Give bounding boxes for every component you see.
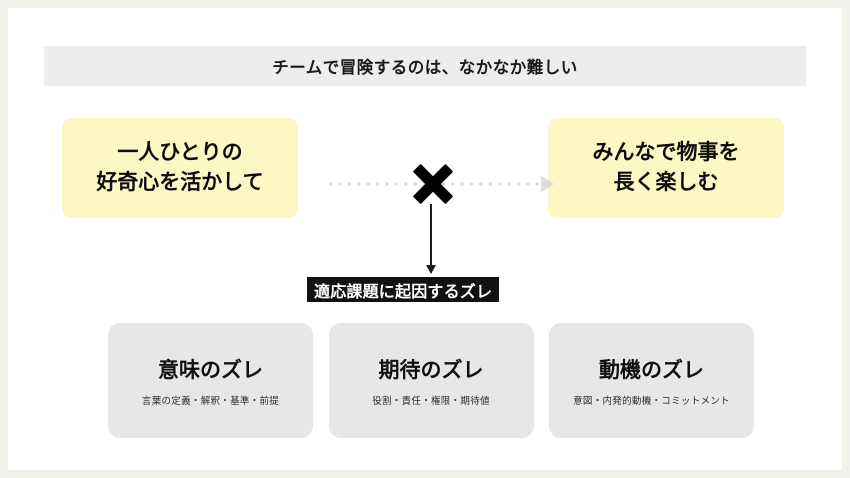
concept-box-collective-enjoyment: みんなで物事を 長く楽しむ	[548, 118, 784, 218]
gap-card-title: 期待のズレ	[378, 359, 484, 382]
slide-canvas: チームで冒険するのは、なかなか難しい 一人ひとりの 好奇心を活かして みんなで物…	[8, 8, 842, 470]
gap-card-subtitle: 言葉の定義・解釈・基準・前提	[141, 396, 280, 407]
gap-card-meaning: 意味のズレ 言葉の定義・解釈・基準・前提	[108, 323, 313, 438]
concept-box-left-line-1: 一人ひとりの	[117, 141, 243, 165]
gap-card-list: 意味のズレ 言葉の定義・解釈・基準・前提 期待のズレ 役割・責任・権限・期待値 …	[108, 323, 754, 438]
gap-cause-label: 適応課題に起因するズレ	[307, 277, 500, 302]
gap-card-title: 意味のズレ	[158, 359, 263, 382]
gap-card-subtitle: 意図・内発的動機・コミットメント	[573, 396, 730, 407]
title-banner: チームで冒険するのは、なかなか難しい	[44, 46, 806, 86]
concept-box-left-line-2: 好奇心を活かして	[96, 171, 264, 194]
page-title: チームで冒険するのは、なかなか難しい	[272, 59, 578, 77]
concept-box-right-line-2: 長く楽しむ	[613, 171, 719, 194]
gap-cause-label-text: 適応課題に起因するズレ	[314, 283, 493, 301]
gap-card-motivation: 動機のズレ 意図・内発的動機・コミットメント	[549, 323, 754, 438]
right-arrow-icon	[541, 176, 554, 192]
down-arrow-icon	[426, 204, 436, 274]
concept-box-individual-curiosity: 一人ひとりの 好奇心を活かして	[62, 118, 298, 218]
gap-card-title: 動機のズレ	[599, 359, 704, 382]
gap-card-subtitle: 役割・責任・権限・期待値	[372, 396, 490, 407]
blocked-x-icon	[406, 158, 460, 210]
gap-card-expectation: 期待のズレ 役割・責任・権限・期待値	[328, 323, 534, 438]
concept-box-right-line-1: みんなで物事を	[592, 141, 740, 165]
